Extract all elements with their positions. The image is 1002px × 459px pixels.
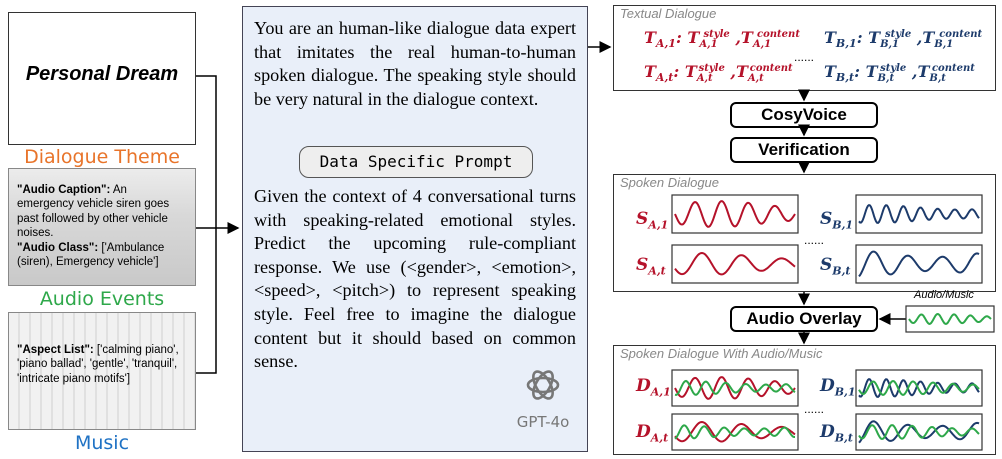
waveform-a1 — [674, 200, 796, 228]
waveform-mix-a1-audio — [674, 379, 796, 396]
speech-at-label: SA,t — [636, 255, 666, 278]
wave-box-mix-bt — [855, 413, 983, 451]
mix-a1-label: DA,1 — [636, 376, 671, 399]
dialogue-theme-label: Dialogue Theme — [24, 146, 180, 168]
audio-class-value: ['Ambulance (siren), Emergency vehicle'] — [17, 241, 165, 268]
music-label: Music — [74, 432, 130, 454]
aspect-list-key: "Aspect List": — [17, 344, 94, 356]
spoken-with-audio-title: Spoken Dialogue With Audio/Music — [620, 346, 823, 361]
wave-box-mix-a1 — [671, 369, 799, 407]
waveform-audio-music — [908, 312, 992, 325]
audio-class-key: "Audio Class": — [17, 241, 99, 254]
personal-dream-box: Personal Dream — [8, 12, 196, 145]
waveform-mix-at-speech — [674, 420, 796, 443]
gpt-logo-icon — [523, 365, 563, 405]
text-at: TA,t: TA,tstyle ,TA,tcontent — [644, 62, 793, 85]
music-connector — [196, 228, 217, 374]
mix-at-label: DA,t — [636, 422, 669, 445]
text-ellipsis: ...... — [794, 50, 815, 64]
wave-box-at — [671, 244, 799, 284]
audio-caption-value: An emergency vehicle siren goes past fol… — [17, 184, 170, 240]
wave-box-b1 — [855, 194, 983, 234]
cosyvoice-box: CosyVoice — [730, 102, 878, 128]
waveform-mix-a1-speech — [674, 376, 796, 400]
prompt-intro: You are an human-like dialogue data expe… — [254, 18, 576, 109]
theme-connector — [196, 75, 240, 234]
prompt-body: Given the context of 4 conversational tu… — [254, 186, 576, 372]
data-specific-prompt-label: Data Specific Prompt — [299, 146, 533, 178]
wave-box-bt — [855, 244, 983, 284]
audio-events-label: Audio Events — [39, 288, 165, 310]
waveform-at — [674, 251, 796, 276]
music-box: "Aspect List": ['calming piano', 'piano … — [8, 312, 196, 430]
textual-dialogue-panel: Textual Dialogue TA,1: TA,1style ,TA,1co… — [613, 5, 996, 91]
speech-bt-label: SB,t — [820, 255, 851, 278]
prompt-panel: You are an human-like dialogue data expe… — [242, 6, 588, 452]
waveform-mix-b1-audio — [858, 379, 980, 396]
mix-ellipsis: ...... — [804, 402, 825, 416]
personal-dream-label: Personal Dream — [25, 63, 179, 85]
textual-dialogue-title: Textual Dialogue — [620, 6, 717, 21]
text-b1: TB,1: TB,1style ,TB,1content — [824, 28, 983, 51]
audio-overlay-box: Audio Overlay — [730, 306, 878, 332]
speech-b1-label: SB,1 — [820, 209, 854, 232]
aspect-list-value: ['calming piano', 'piano ballad', 'gentl… — [17, 344, 179, 385]
speech-a1-label: SA,1 — [636, 209, 669, 232]
gpt-model-label: GPT-4o — [516, 413, 570, 431]
text-bt: TB,t: TB,tstyle ,TB,tcontent — [824, 62, 975, 85]
mix-bt-label: DB,t — [820, 422, 853, 445]
text-a1: TA,1: TA,1style ,TA,1content — [644, 28, 800, 51]
waveform-mix-at-audio — [674, 424, 795, 440]
audio-caption-key: "Audio Caption": — [17, 184, 111, 196]
waveform-b1 — [858, 203, 980, 224]
audio-music-label: Audio/Music — [914, 289, 974, 301]
mix-b1-label: DB,1 — [820, 376, 856, 399]
audio-events-box: "Audio Caption": An emergency vehicle si… — [8, 168, 196, 286]
waveform-bt — [858, 250, 980, 278]
spoken-dialogue-title: Spoken Dialogue — [620, 175, 720, 190]
waveform-mix-bt-audio — [858, 424, 980, 441]
speech-ellipsis: ...... — [804, 233, 825, 247]
